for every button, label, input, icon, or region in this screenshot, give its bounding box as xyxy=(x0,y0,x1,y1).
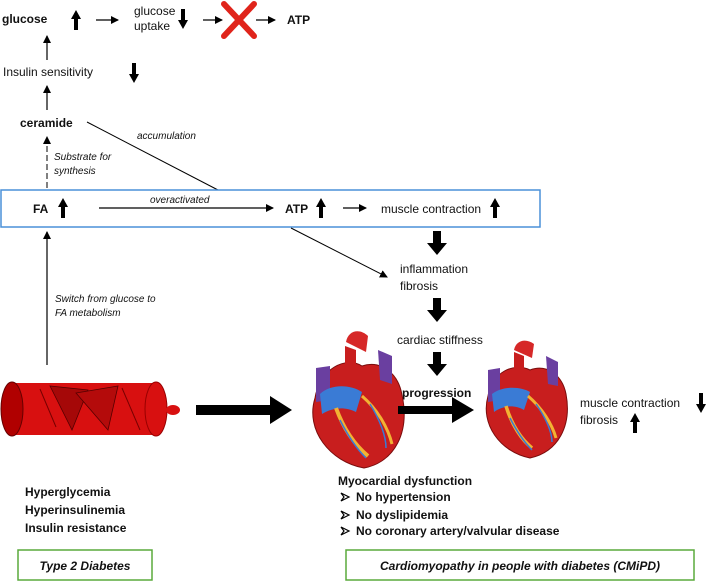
condition-hyperinsulinemia: Hyperinsulinemia xyxy=(25,503,125,517)
insulin-down-arrow-icon xyxy=(129,63,139,83)
contraction-up-arrow-icon xyxy=(490,198,500,218)
outcome-muscle-contraction-label: muscle contraction xyxy=(580,396,680,410)
outcome-fibrosis-up-arrow-icon xyxy=(630,413,640,433)
down-arrow-to-progression-icon xyxy=(427,352,447,376)
overactivated-label: overactivated xyxy=(150,195,210,206)
switch-label-line1: Switch from glucose to xyxy=(55,294,156,305)
myocardial-title: Myocardial dysfunction xyxy=(338,474,472,488)
heart-illustration-1 xyxy=(312,331,405,469)
cmipd-box xyxy=(345,549,695,581)
type2-diabetes-box xyxy=(17,549,153,581)
glucose-uptake-label-line1: glucose xyxy=(134,4,176,18)
accumulation-label: accumulation xyxy=(137,131,196,142)
fa-box xyxy=(0,189,541,228)
substrate-label-line1: Substrate for xyxy=(54,152,112,163)
arrowhead-bullet-icon xyxy=(340,526,351,536)
arrowhead-bullet-icon xyxy=(340,492,351,502)
myocardial-item-label: No dyslipidemia xyxy=(356,508,448,522)
myocardial-item-label: No hypertension xyxy=(356,490,451,504)
progression-label: progression xyxy=(402,386,471,400)
inflammation-label: inflammation xyxy=(400,262,468,276)
cardiac-stiffness-label: cardiac stiffness xyxy=(397,333,483,347)
blood-vessel-illustration xyxy=(0,381,180,437)
insulin-sensitivity-label: Insulin sensitivity xyxy=(3,65,93,79)
outcome-contraction-down-arrow-icon xyxy=(696,393,706,413)
myocardial-item-3: No coronary artery/valvular disease xyxy=(340,524,560,538)
substrate-label-line2: synthesis xyxy=(54,166,96,177)
glucose-up-arrow-icon xyxy=(71,10,81,30)
heart-illustration-2 xyxy=(485,340,568,459)
fa-label: FA xyxy=(33,202,49,216)
type2-diabetes-label: Type 2 Diabetes xyxy=(40,559,131,573)
accumulation-line xyxy=(86,121,219,191)
glucose-uptake-label-line2: uptake xyxy=(134,19,170,33)
glucose-label: glucose xyxy=(2,12,48,26)
down-arrow-to-stiffness-icon xyxy=(427,298,447,322)
down-arrow-to-inflammation-icon xyxy=(427,231,447,255)
fa-up-arrow-icon xyxy=(58,198,68,218)
atp-box-label: ATP xyxy=(285,202,308,216)
ceramide-label: ceramide xyxy=(20,116,73,130)
big-arrow-vessel-to-heart xyxy=(196,396,292,424)
uptake-down-arrow-icon xyxy=(178,9,188,29)
myocardial-item-label: No coronary artery/valvular disease xyxy=(356,524,560,538)
atp-up-arrow-icon xyxy=(316,198,326,218)
arrow-box-to-inflammation xyxy=(290,227,388,278)
switch-label-line2: FA metabolism xyxy=(55,308,121,319)
atp-top-label: ATP xyxy=(287,13,310,27)
cmipd-label: Cardiomyopathy in people with diabetes (… xyxy=(380,559,660,573)
myocardial-item-2: No dyslipidemia xyxy=(340,508,448,522)
condition-hyperglycemia: Hyperglycemia xyxy=(25,485,111,499)
muscle-contraction-label: muscle contraction xyxy=(381,202,481,216)
arrowhead-bullet-icon xyxy=(340,510,351,520)
condition-insulin-resistance: Insulin resistance xyxy=(25,521,127,535)
big-arrow-progression xyxy=(398,397,474,423)
fibrosis-label: fibrosis xyxy=(400,279,438,293)
outcome-fibrosis-label: fibrosis xyxy=(580,413,618,427)
red-x-icon xyxy=(221,1,257,39)
myocardial-item-1: No hypertension xyxy=(340,490,451,504)
